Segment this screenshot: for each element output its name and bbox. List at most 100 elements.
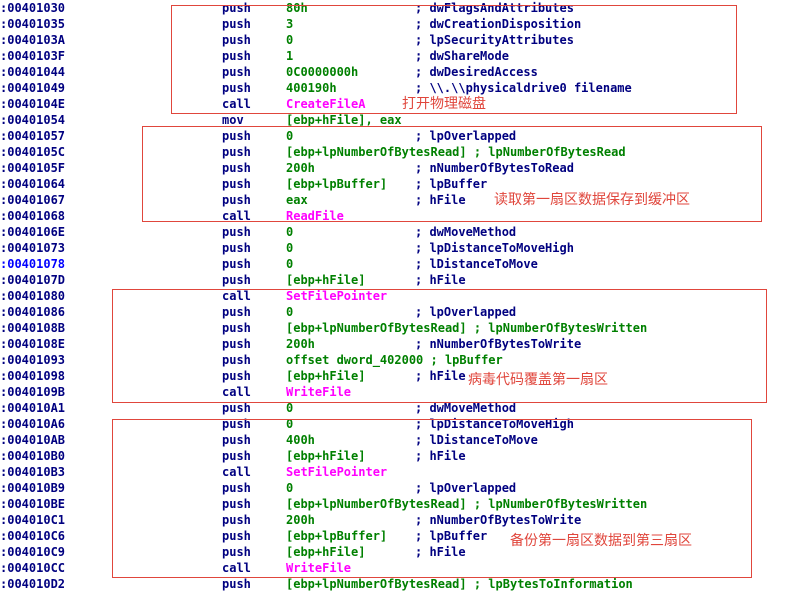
comment: ; dwMoveMethod <box>415 401 517 415</box>
mnemonic: push <box>222 257 251 271</box>
operands: [ebp+lpNumberOfBytesRead] ; lpNumberOfBy… <box>286 497 648 511</box>
operands: 0 <box>286 33 294 47</box>
address: :0040105C <box>0 145 66 159</box>
address: :004010AB <box>0 433 66 447</box>
annotation-backup-to-third-sector: 备份第一扇区数据到第三扇区 <box>510 533 692 549</box>
address: :0040108E <box>0 337 66 351</box>
mnemonic: call <box>222 561 251 575</box>
annotation-read-first-sector: 读取第一扇区数据保存到缓冲区 <box>494 192 690 208</box>
address: :004010C9 <box>0 545 66 559</box>
address: :004010B3 <box>0 465 66 479</box>
address: :00401073 <box>0 241 66 255</box>
mnemonic: call <box>222 465 251 479</box>
comment: ; dwCreationDisposition <box>415 17 582 31</box>
operands: 0 <box>286 257 294 271</box>
address: :004010D2 <box>0 577 66 591</box>
address: :00401049 <box>0 81 66 95</box>
code-line[interactable]: :00401064 push [ebp+lpBuffer] ; lpBuffer <box>0 176 785 192</box>
mnemonic: push <box>222 353 251 367</box>
address: :0040103F <box>0 49 66 63</box>
mnemonic: push <box>222 449 251 463</box>
highlight-box-overwrite <box>112 289 767 403</box>
address: :00401064 <box>0 177 66 191</box>
code-line[interactable]: :00401093 push offset dword_402000 ; lpBuf… <box>0 352 785 368</box>
mnemonic: mov <box>222 113 244 127</box>
mnemonic: push <box>222 401 251 415</box>
address: :004010C6 <box>0 529 66 543</box>
mnemonic: push <box>222 145 251 159</box>
highlight-box-readfile <box>142 126 762 222</box>
annotation-open-physical-disk: 打开物理磁盘 <box>402 96 486 112</box>
comment: ; dwFlagsAndAttributes <box>415 1 574 15</box>
comment: ; lpBuffer <box>415 177 488 191</box>
comment: ; dwDesiredAccess <box>415 65 538 79</box>
address: :0040105F <box>0 161 66 175</box>
mnemonic: push <box>222 177 251 191</box>
function-name: ReadFile <box>286 209 344 223</box>
comment: ; hFile <box>415 545 466 559</box>
highlight-box-backup <box>112 419 752 578</box>
mnemonic: call <box>222 97 251 111</box>
mnemonic: push <box>222 321 251 335</box>
operands: [ebp+lpBuffer] <box>286 177 388 191</box>
operands: [ebp+hFile] <box>286 369 366 383</box>
code-line[interactable]: :004010B3 call SetFilePointer <box>0 464 785 480</box>
operands: 0 <box>286 401 294 415</box>
operands: 200h <box>286 161 315 175</box>
comment: ; nNumberOfBytesToRead <box>415 161 574 175</box>
highlight-box-createfile <box>171 5 737 114</box>
operands: 0 <box>286 481 294 495</box>
address: :004010C1 <box>0 513 66 527</box>
comment: ; lpBuffer <box>415 529 488 543</box>
mnemonic: push <box>222 417 251 431</box>
annotation-virus-overwrite: 病毒代码覆盖第一扇区 <box>468 372 608 388</box>
function-name: SetFilePointer <box>286 465 388 479</box>
address: :00401098 <box>0 369 66 383</box>
operands: 200h <box>286 513 315 527</box>
comment: ; lpOverlapped <box>415 481 517 495</box>
operands: 0 <box>286 225 294 239</box>
mnemonic: push <box>222 513 251 527</box>
comment: ; lDistanceToMove <box>415 257 538 271</box>
comment: ; lpDistanceToMoveHigh <box>415 241 574 255</box>
mnemonic: push <box>222 65 251 79</box>
operands: offset dword_402000 ; lpBuffer <box>286 353 503 367</box>
address: :00401093 <box>0 353 66 367</box>
address: :004010B0 <box>0 449 66 463</box>
address: :004010CC <box>0 561 66 575</box>
